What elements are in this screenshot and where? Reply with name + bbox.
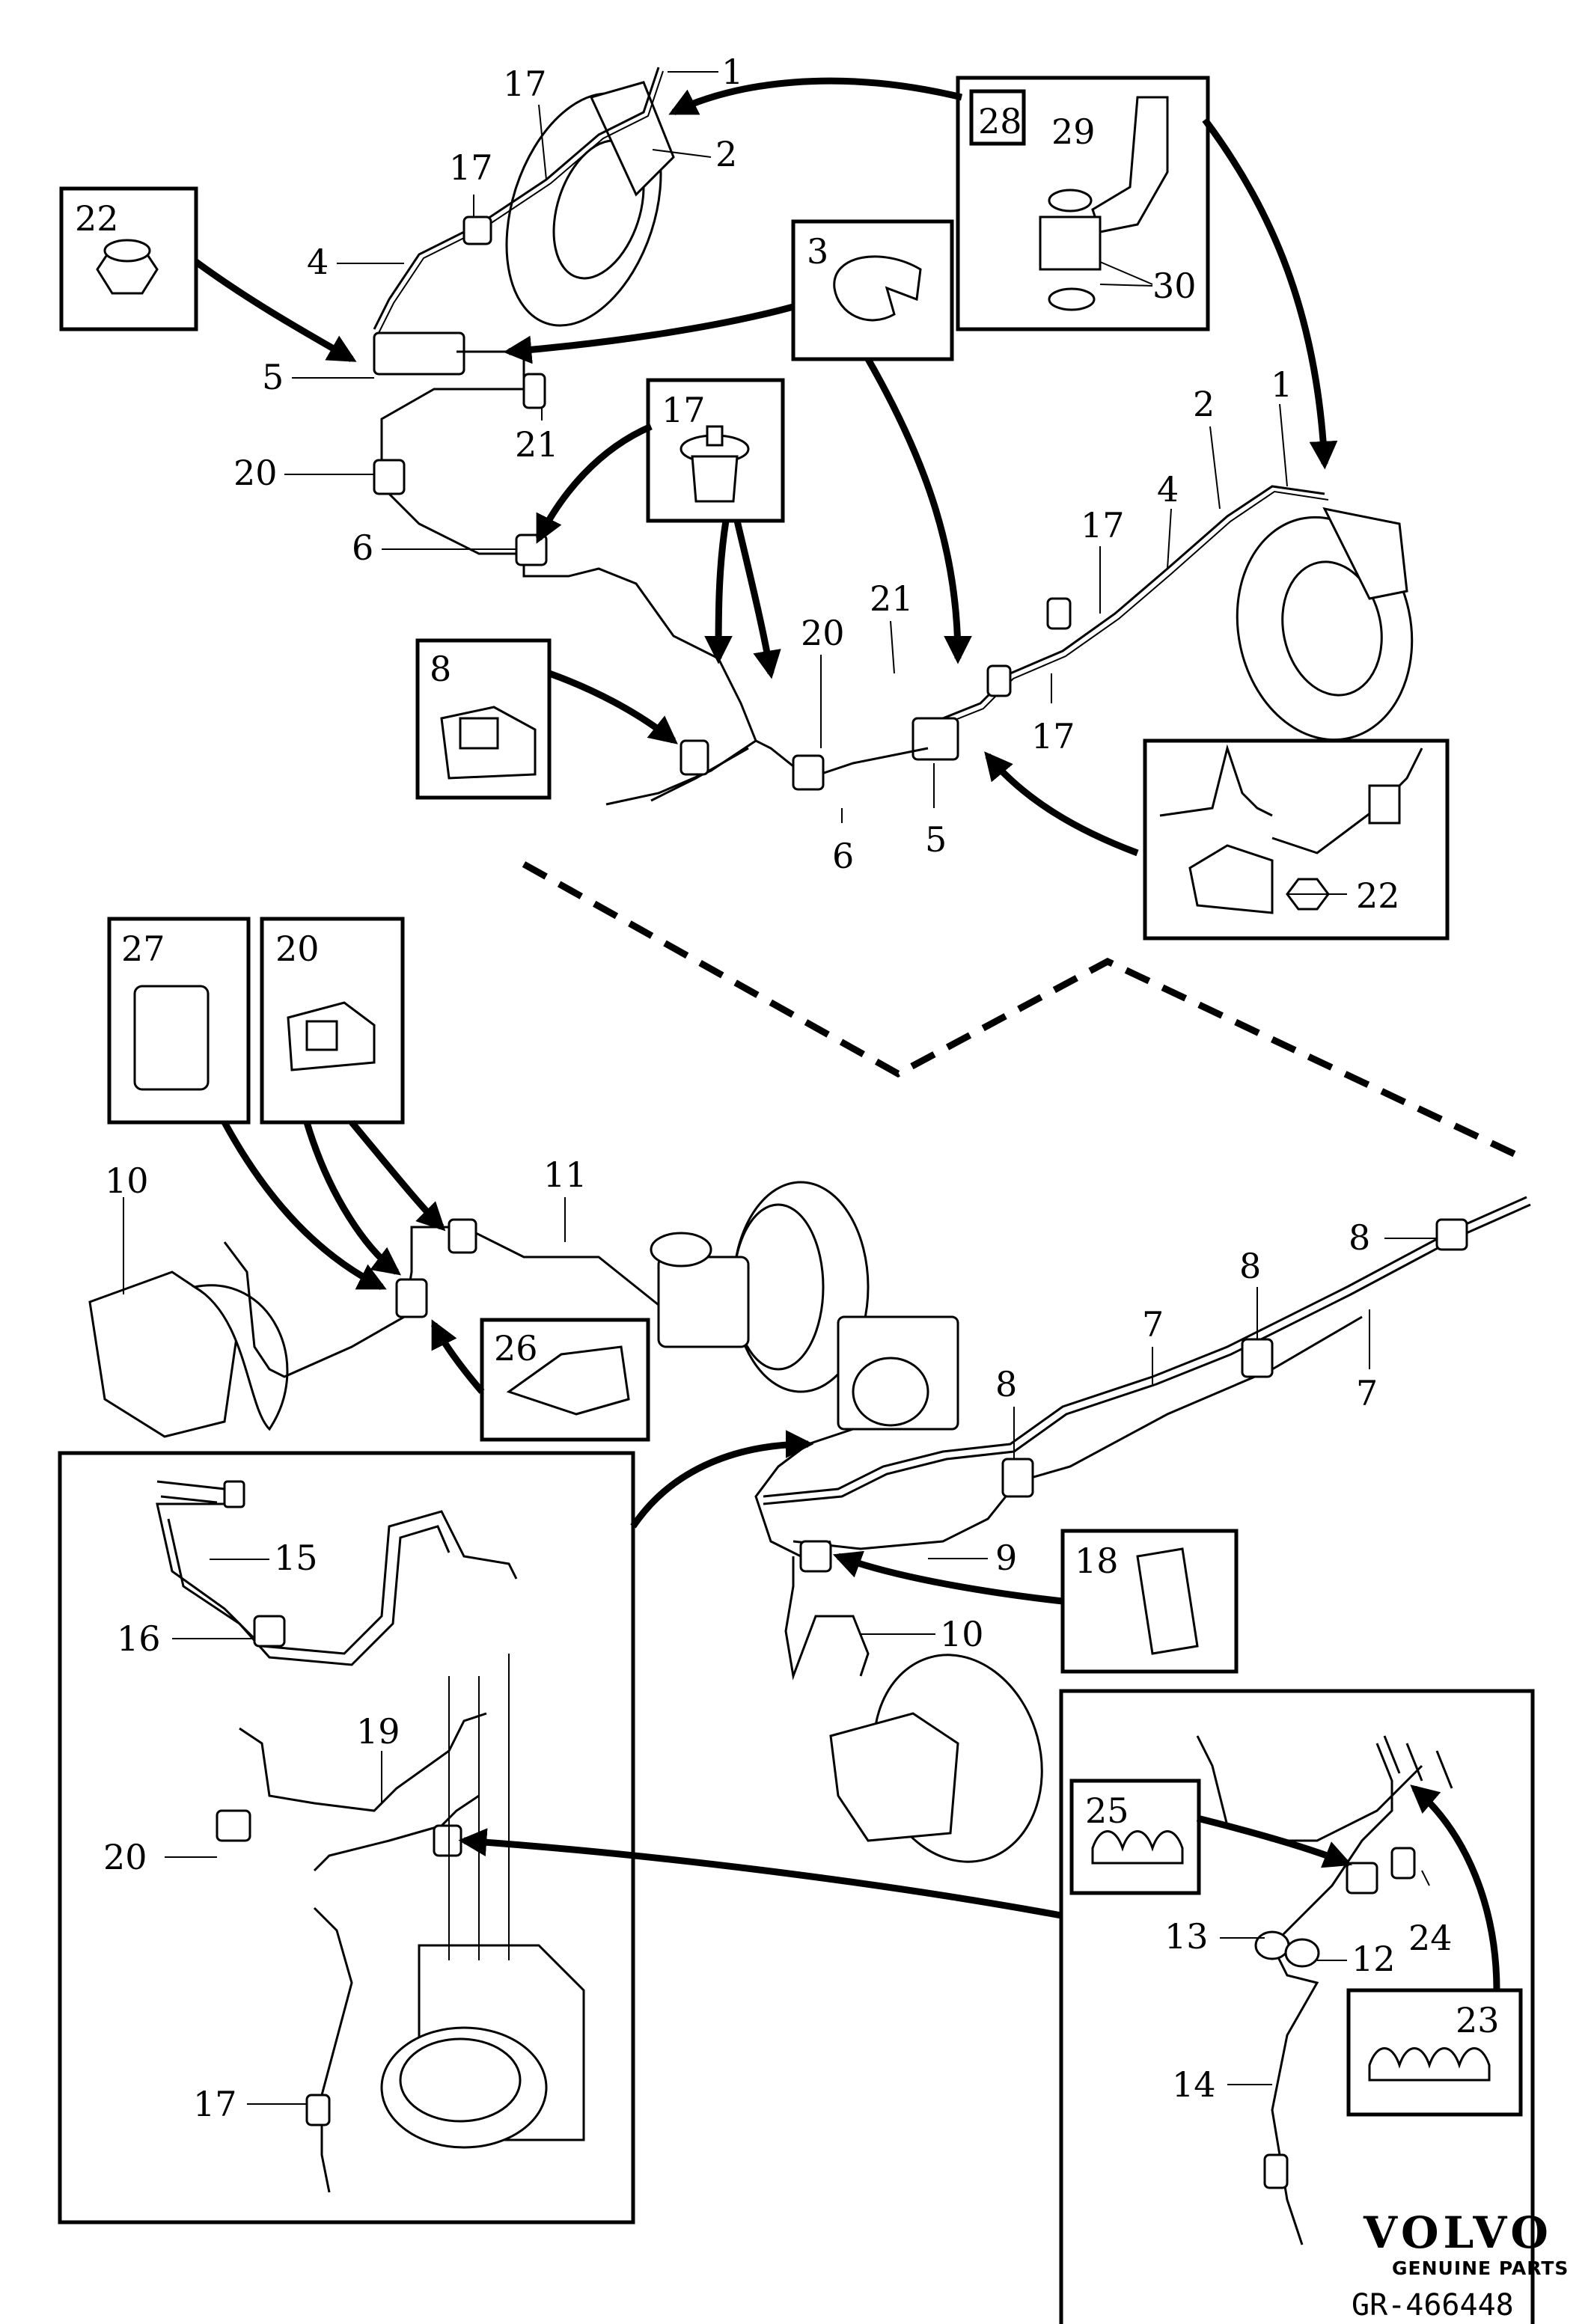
callout-11: 11: [543, 1155, 587, 1195]
front-right-brake-assembly: [605, 485, 1414, 806]
inset-box-18: 18: [1060, 1529, 1239, 1674]
callout-6-top-left: 6: [352, 528, 373, 568]
callout-8-left: 8: [995, 1364, 1017, 1404]
dashed-connection-line: [522, 861, 1528, 1163]
inset-box-28: 28 29 30: [956, 76, 1210, 331]
callout-2-top-left: 2: [715, 134, 737, 174]
callout-1-top-left: 1: [721, 52, 743, 92]
callout-8-right: 8: [1349, 1217, 1370, 1258]
callout-22-box: 22: [75, 198, 119, 239]
callout-4-top-left: 4: [307, 242, 329, 282]
brand-tagline: GENUINE PARTS: [1392, 2257, 1569, 2279]
master-cylinder-and-booster: [650, 1181, 959, 1558]
rear-right-brake: [829, 1654, 1043, 1863]
callout-6-top-right: 6: [832, 836, 854, 876]
callout-20-abs: 20: [103, 1837, 147, 1877]
brand-name: VOLVO: [1363, 2207, 1553, 2258]
inset-box-22: 22: [59, 186, 198, 331]
callout-12: 12: [1352, 1939, 1396, 1979]
document-id: GR-466448: [1352, 2288, 1514, 2323]
leader-lines: [123, 71, 1437, 2105]
callout-24: 24: [1408, 1918, 1453, 1958]
callout-22-fitting: 22: [1356, 875, 1400, 916]
inset-box-20: 20: [260, 917, 405, 1125]
callout-17-abs: 17: [193, 2084, 237, 2124]
callout-15: 15: [274, 1538, 318, 1578]
callout-17-top-right-b: 17: [1031, 716, 1075, 756]
callout-27-box: 27: [121, 929, 165, 969]
callout-21-top-right: 21: [870, 578, 914, 619]
rear-left-brake: [88, 1218, 712, 1438]
callout-2-top-right: 2: [1193, 384, 1215, 424]
callout-14: 14: [1172, 2064, 1216, 2105]
inset-box-8: 8: [415, 638, 552, 800]
callout-5-top-left: 5: [262, 357, 284, 397]
callout-20-top-right: 20: [801, 613, 845, 653]
callout-7-a: 7: [1142, 1304, 1164, 1345]
callout-29: 29: [1051, 111, 1096, 152]
callout-8-box: 8: [430, 649, 451, 689]
callout-7-b: 7: [1356, 1373, 1378, 1413]
inset-box-23: 23: [1346, 1988, 1523, 2117]
callout-arrows: [194, 77, 1500, 1991]
callout-10-right: 10: [940, 1614, 984, 1654]
callout-25-box: 25: [1085, 1791, 1129, 1831]
callout-17-top-right-a: 17: [1081, 505, 1125, 545]
callout-10-left: 10: [105, 1161, 149, 1201]
inset-box-25: 25: [1069, 1779, 1201, 1895]
callout-13: 13: [1164, 1916, 1209, 1957]
callout-19: 19: [356, 1711, 400, 1752]
callout-8-middle: 8: [1239, 1246, 1261, 1286]
callout-5-top-right: 5: [925, 819, 947, 860]
inset-box-abs-unit: [58, 1451, 635, 2224]
callout-3-box: 3: [807, 231, 828, 272]
callout-1-top-right: 1: [1271, 364, 1292, 405]
callout-numbers: 1 2 17 17 4 5 21 20 6 2 1 17 4 21 20 17 …: [103, 52, 1453, 2124]
volvo-genuine-parts-logo: VOLVO GENUINE PARTS: [1363, 2207, 1569, 2279]
callout-17-top-left-a: 17: [503, 64, 547, 104]
callout-16: 16: [117, 1618, 161, 1659]
callout-18-box: 18: [1075, 1541, 1119, 1581]
callout-30: 30: [1152, 266, 1197, 306]
inset-box-22-fitting: 22: [1143, 739, 1450, 941]
callout-17-top-left-b: 17: [449, 147, 493, 188]
inset-box-26: 26: [480, 1318, 650, 1442]
callout-21-top-left: 21: [515, 424, 559, 465]
callout-28-box: 28: [978, 101, 1022, 141]
callout-26-box: 26: [494, 1328, 538, 1369]
callout-20-box: 20: [275, 929, 320, 969]
callout-17-box: 17: [662, 390, 706, 430]
inset-box-17-top: 17: [646, 378, 785, 523]
inset-box-3: 3: [791, 219, 954, 361]
callout-23-box: 23: [1456, 2000, 1500, 2040]
callout-9: 9: [995, 1538, 1017, 1578]
callout-4-top-right: 4: [1157, 469, 1179, 510]
front-left-brake-assembly: [373, 67, 757, 741]
rear-right-brake-lines: [763, 1196, 1531, 1681]
callout-20-top-left: 20: [233, 453, 278, 493]
inset-box-27: 27: [107, 917, 251, 1125]
